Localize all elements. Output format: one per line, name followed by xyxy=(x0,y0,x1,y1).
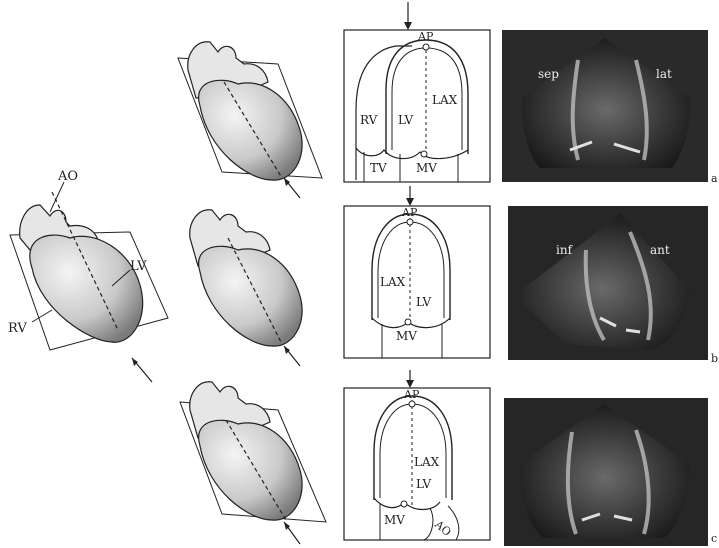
row-b-mv-marker xyxy=(405,319,411,325)
row-b-label-lv: LV xyxy=(416,295,432,309)
row-a-label-ap: AP xyxy=(417,30,434,43)
row-a-schematic: AP RV LV LAX TV MV xyxy=(344,2,490,182)
row-b-us-label-left: inf xyxy=(556,243,574,257)
row-a-us-label-right: lat xyxy=(656,67,672,81)
row-b-panel-letter: b xyxy=(711,352,718,365)
row-c-mv-marker xyxy=(401,501,407,507)
row-b-label-mv: MV xyxy=(396,329,417,343)
row-b-ultrasound: inf ant b xyxy=(508,206,718,365)
row-a-probe-arrowhead xyxy=(404,22,412,30)
row-a-label-rv: RV xyxy=(360,113,378,127)
row-b-us-label-right: ant xyxy=(650,243,670,257)
row-b-apex-marker xyxy=(407,219,413,225)
row-a-ultrasound: sep lat a xyxy=(502,30,718,185)
main-label-ao: AO xyxy=(57,169,78,184)
row-c-heart-body xyxy=(199,420,303,520)
row-b-schematic-frame xyxy=(344,206,490,358)
row-c-heart xyxy=(180,382,326,544)
row-c-label-lax: LAX xyxy=(414,455,440,469)
row-a-us-label-left: sep xyxy=(538,67,559,81)
row-c-apex-marker xyxy=(409,401,415,407)
row-a-label-tv: TV xyxy=(370,161,387,175)
main-heart-body xyxy=(30,235,143,342)
row-c-label-lv: LV xyxy=(416,477,432,491)
row-a-heart xyxy=(178,42,322,198)
row-c-panel-letter: c xyxy=(711,532,717,545)
row-a-panel-letter: a xyxy=(711,172,718,185)
main-pointer-ao xyxy=(50,182,64,212)
row-c-label-mv: MV xyxy=(384,513,405,527)
row-c-ultrasound: c xyxy=(504,398,717,546)
row-b-schematic: AP LAX LV MV xyxy=(344,186,490,358)
row-c-schematic: AP LAX LV MV AO xyxy=(344,370,490,540)
row-b-label-ap: AP xyxy=(401,206,418,219)
row-a-apex-marker xyxy=(423,44,429,50)
row-a-label-lv: LV xyxy=(398,113,414,127)
main-pointer-rv xyxy=(32,310,52,322)
row-a-mv-marker xyxy=(421,151,427,157)
row-a-heart-body xyxy=(199,80,303,180)
row-b-heart xyxy=(190,210,302,366)
row-c-probe-arrowhead xyxy=(406,380,414,388)
row-c-label-ap: AP xyxy=(403,388,420,401)
row-b-heart-body xyxy=(199,246,303,346)
main-label-lv: LV xyxy=(130,259,147,274)
row-b-label-lax: LAX xyxy=(380,275,406,289)
main-heart-illustration: AO LV RV xyxy=(8,169,168,382)
row-a-label-lax: LAX xyxy=(432,93,458,107)
main-label-rv: RV xyxy=(8,321,27,336)
row-a-label-mv: MV xyxy=(416,161,437,175)
row-b-probe-arrowhead xyxy=(406,198,414,206)
